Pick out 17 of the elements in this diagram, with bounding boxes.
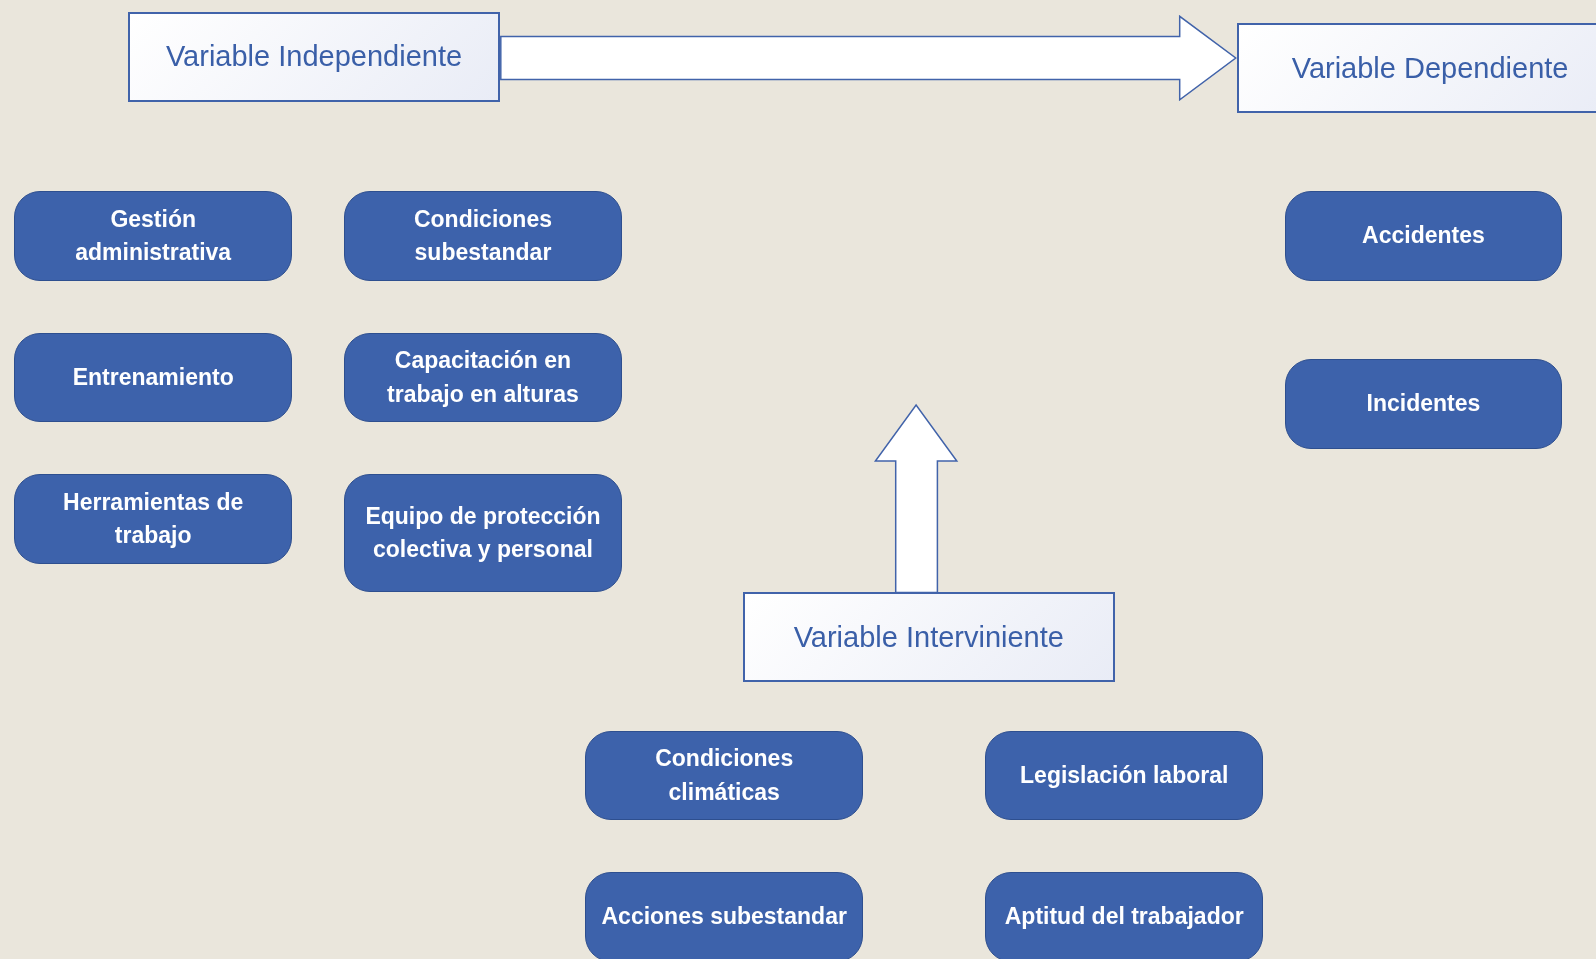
variable-heading-box: Variable Independiente xyxy=(128,12,500,102)
factor-box: Entrenamiento xyxy=(14,332,293,423)
block-arrow xyxy=(873,403,959,594)
factor-box: Aptitud del trabajador xyxy=(985,872,1264,959)
factor-box: Legislación laboral xyxy=(985,730,1264,821)
variable-heading-box: Variable Interviniente xyxy=(743,592,1115,682)
factor-box: Gestión administrativa xyxy=(14,191,293,281)
factor-box: Capacitación en trabajo en alturas xyxy=(344,332,622,423)
variable-heading-box: Variable Dependiente xyxy=(1236,23,1596,113)
factor-box: Condiciones climáticas xyxy=(585,730,864,821)
block-arrow xyxy=(500,14,1237,102)
factor-box: Herramientas de trabajo xyxy=(14,474,293,564)
factor-box: Equipo de protección colectiva y personal xyxy=(344,474,622,593)
factor-box: Accidentes xyxy=(1284,191,1563,281)
factor-box: Incidentes xyxy=(1284,359,1563,449)
factor-box: Acciones subestandar xyxy=(585,872,864,959)
factor-box: Condiciones subestandar xyxy=(344,191,622,281)
